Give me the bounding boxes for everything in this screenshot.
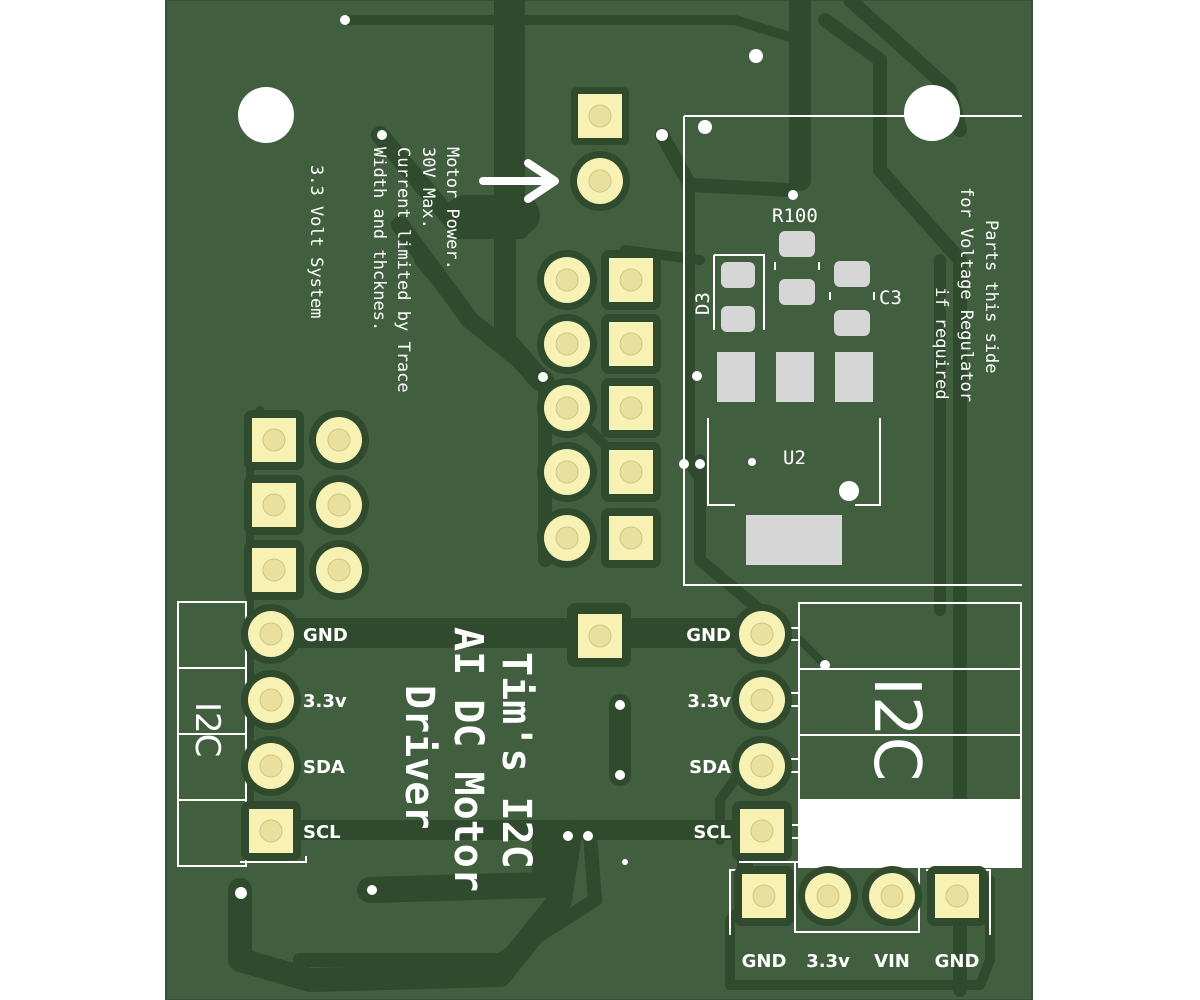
- system-voltage-label: 3.3 Volt System: [306, 165, 326, 319]
- via: [563, 831, 573, 841]
- right-pin-label: 3.3v: [687, 691, 731, 712]
- left-pin-label: SDA: [303, 757, 345, 778]
- bottom-pin-label: GND: [742, 951, 787, 972]
- motor-power-note-line-3: Current limited by Trace: [393, 147, 413, 393]
- via: [583, 831, 593, 841]
- right-pin-label: SCL: [693, 822, 731, 843]
- left-pin-label: SCL: [303, 822, 341, 843]
- board-edge: [165, 0, 1033, 1000]
- motor-power-note-line-1: Motor Power.: [442, 147, 462, 270]
- via: [692, 371, 702, 381]
- board-title-line-3: Driver: [396, 685, 442, 830]
- i2c-left-pad: [241, 670, 301, 730]
- center-header-pad-round: [537, 508, 597, 568]
- bottom-pin-label: GND: [935, 951, 980, 972]
- regulator-area: [683, 115, 1022, 586]
- motor-power-header: [570, 87, 630, 211]
- right-pin-label: GND: [686, 625, 731, 646]
- regulator-note-line-2: for Voltage Regulator: [956, 187, 976, 402]
- r100-label: R100: [772, 205, 818, 227]
- left-header-pad-square: [244, 475, 304, 535]
- center-header-pad-round: [537, 442, 597, 502]
- via: [377, 130, 387, 140]
- center-header-pad-square: [601, 378, 661, 438]
- bottom-header-pad: [862, 866, 922, 926]
- i2c-right-pad: [732, 604, 792, 664]
- i2c-right-silk-block: [799, 800, 1022, 866]
- center-header-pad-round: [537, 250, 597, 310]
- c3-label: C3: [879, 287, 902, 309]
- left-header-pad-round: [309, 475, 369, 535]
- copper-traces: [228, 0, 995, 997]
- via: [622, 859, 628, 865]
- left-header-pad-round: [309, 410, 369, 470]
- via: [615, 770, 625, 780]
- left-header-pad-square: [244, 410, 304, 470]
- r100-footprint: [774, 231, 820, 305]
- regulator-note-line-1: Parts this side: [981, 220, 1001, 374]
- via: [538, 372, 548, 382]
- i2c-right-pads: [732, 604, 792, 861]
- mounting-hole: [904, 85, 960, 141]
- center-gnd-pad: [567, 603, 631, 667]
- d3-label: D3: [692, 292, 714, 315]
- via: [615, 700, 625, 710]
- via: [788, 190, 798, 200]
- bottom-header-pads: [734, 866, 987, 926]
- left-header-pad-round: [309, 540, 369, 600]
- vias: [235, 15, 859, 899]
- via: [656, 129, 668, 141]
- via: [695, 459, 705, 469]
- mounting-hole: [238, 87, 294, 143]
- center-header-pad-round: [537, 314, 597, 374]
- i2c-left-pad: [241, 736, 301, 796]
- bottom-header-pad: [927, 866, 987, 926]
- i2c-right-label: I2C: [859, 677, 933, 781]
- i2c-right-pad: [732, 736, 792, 796]
- via: [235, 887, 247, 899]
- center-header-pad-square: [601, 442, 661, 502]
- bottom-header-pad: [798, 866, 858, 926]
- i2c-left-label: I2C: [187, 702, 227, 757]
- i2c-right-pad: [732, 670, 792, 730]
- center-header-pad-round: [537, 378, 597, 438]
- i2c-left-pad: [241, 801, 301, 861]
- via: [340, 15, 350, 25]
- via: [749, 49, 763, 63]
- left-header: [244, 410, 369, 600]
- via: [748, 458, 756, 466]
- center-header: [537, 250, 661, 568]
- u2-footprint: [707, 352, 881, 565]
- motor-power-note-line-2: 30V Max.: [418, 147, 438, 229]
- center-header-pad-square: [601, 314, 661, 374]
- via: [820, 660, 830, 670]
- d3-footprint: [713, 254, 765, 332]
- via: [367, 885, 377, 895]
- c3-footprint: [829, 261, 875, 336]
- center-header-pad-square: [601, 508, 661, 568]
- motor-power-note-line-4: Width and thcknes.: [369, 147, 389, 331]
- i2c-left-pads: [241, 604, 301, 861]
- board-title-line-1: Tim's I2C: [493, 652, 539, 869]
- i2c-right-pad: [732, 801, 792, 861]
- bottom-header-pad: [734, 866, 794, 926]
- left-header-pad-square: [244, 540, 304, 600]
- regulator-note-line-3: if required: [931, 287, 951, 400]
- bottom-pin-label: 3.3v: [806, 951, 850, 972]
- u2-label: U2: [783, 447, 806, 469]
- left-pin-label: 3.3v: [303, 691, 347, 712]
- bottom-pin-label: VIN: [874, 951, 910, 972]
- center-header-pad-square: [601, 250, 661, 310]
- board-title-line-2: AI DC Motor: [445, 627, 491, 892]
- arrow-icon: [479, 159, 559, 203]
- right-pin-label: SDA: [689, 757, 731, 778]
- via: [839, 481, 859, 501]
- i2c-left-pad: [241, 604, 301, 664]
- via: [698, 120, 712, 134]
- left-pin-label: GND: [303, 625, 348, 646]
